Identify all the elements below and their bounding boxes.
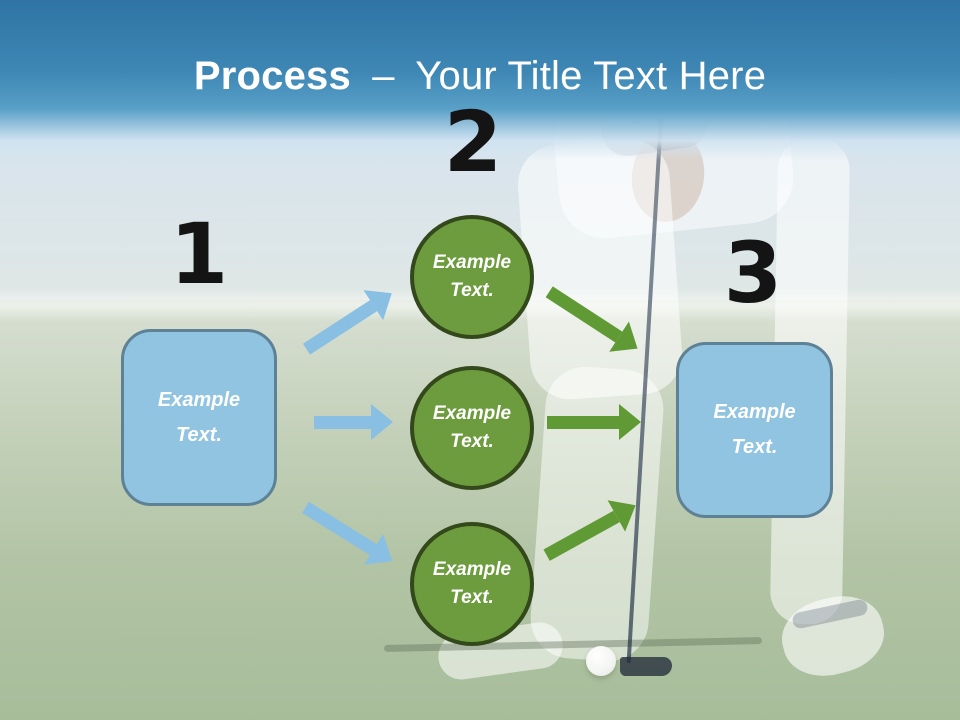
putter-head [620,657,672,676]
step-number-3: 3 [723,224,783,322]
step-number-2: 2 [443,93,503,191]
circle3-line1: Example [432,558,512,580]
step3-text-box: Example Text. [676,342,833,518]
golf-ball [586,646,616,676]
step2-circle2-text: Example Text. [433,400,511,457]
circle2-line2: Text. [450,431,494,452]
step2-circle-3: Example Text. [410,522,534,646]
green-arrow-middle-icon [547,404,641,440]
step-number-1: 1 [169,205,229,303]
step1-text-box: Example Text. [121,329,277,506]
step3-text: Example Text. [713,395,795,465]
step3-text-line1: Example [713,401,796,423]
step2-circle3-text: Example Text. [433,556,511,613]
step1-text-line2: Text. [176,423,222,446]
step1-text: Example Text. [158,383,240,453]
circle2-line1: Example [432,402,512,424]
step3-text-line2: Text. [731,436,778,458]
header-band: Process – Your Title Text Here [0,0,960,160]
step2-circle1-text: Example Text. [433,249,511,306]
step2-circle-2: Example Text. [410,366,534,490]
slide-title: Process – Your Title Text Here [0,56,960,96]
title-separator: – [372,54,395,98]
blue-arrow-middle-icon [314,404,393,440]
circle3-line2: Text. [450,587,494,608]
title-bold-part: Process [193,54,351,98]
step2-circle-1: Example Text. [410,215,534,339]
step1-text-line1: Example [157,388,241,411]
circle1-line1: Example [432,251,512,273]
circle1-line2: Text. [450,280,494,301]
title-regular-part: Your Title Text Here [415,54,767,98]
